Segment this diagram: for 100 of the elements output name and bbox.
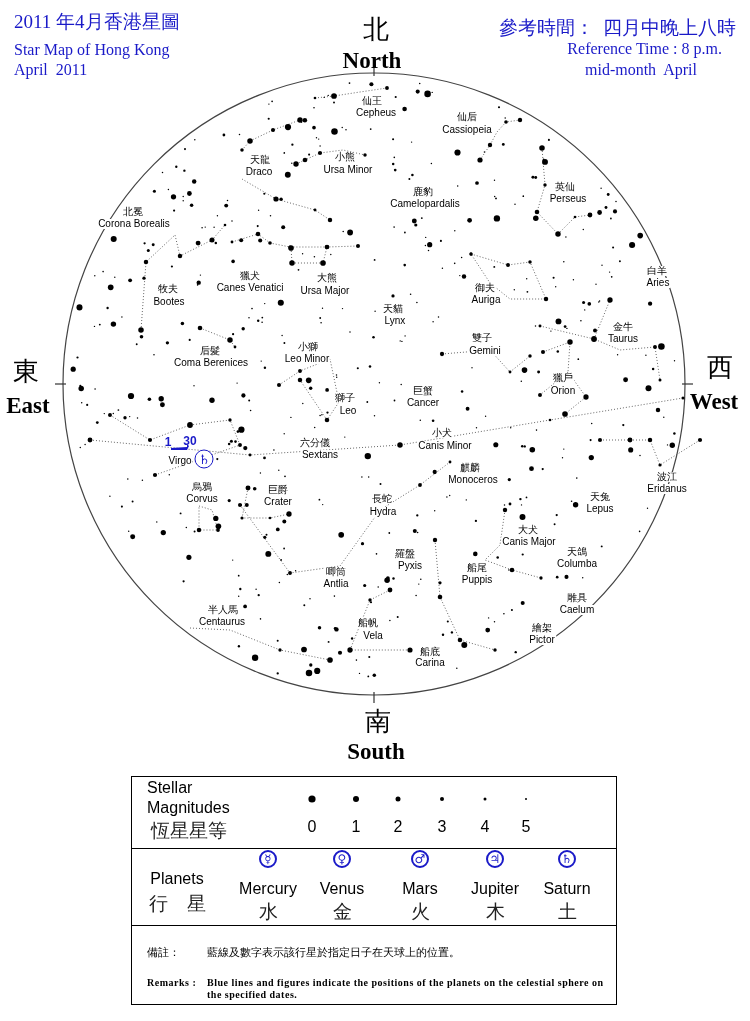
constellation-name: Leo Minor [283,354,331,364]
constellation-name: 雙子 [471,333,493,343]
constellation-name: 巨爵 [267,485,289,495]
constellation-name: 天鴿 [566,547,588,557]
direction-label: East [6,393,50,417]
planet-symbol: ♄ [194,449,214,469]
legend-text: 木 [485,901,505,921]
constellation-name: 巨蟹 [412,386,434,396]
direction-label: West [689,389,739,413]
header-text: 參考時間： 四月中晚上八時 [498,17,736,37]
constellation-name: 御夫 [474,283,496,293]
constellation-name: Corvus [185,494,219,504]
constellation-name: 北冕 [122,207,144,217]
legend-text: 火 [410,901,430,921]
constellation-name: Canes Venatici [215,283,285,293]
planet-symbol: ☿ [259,850,277,868]
magnitude-number: 4 [480,819,490,835]
constellation-name: Leo [338,406,358,416]
planet-symbol: ♀ [333,850,351,868]
direction-label: North [342,48,402,72]
magnitude-number: 1 [351,819,361,835]
constellation-name: Perseus [548,194,588,204]
constellation-name: Canis Major [501,537,557,547]
legend-text: 行 星 [148,893,206,913]
constellation-name: Cassiopeia [441,125,493,135]
constellation-name: 六分儀 [299,438,331,448]
legend-text: Saturn [543,881,591,897]
map-title: 2011 年4月香港星圖 [14,12,180,31]
constellation-name: Caelum [558,605,596,615]
constellation-name: Carina [414,658,446,668]
constellation-name: 船帆 [357,618,379,628]
planet-symbol: ♄ [558,850,576,868]
constellation-name: Auriga [470,295,502,305]
constellation-name: 大犬 [517,525,539,535]
magnitude-number: 3 [437,819,447,835]
date-number: 30 [183,435,197,447]
constellation-name: Antlia [322,579,350,589]
legend-text: Mars [402,881,438,897]
note-text: 備註： [147,946,180,958]
constellation-name: 天貓 [382,304,404,314]
constellation-name: Centaurus [197,617,247,627]
constellation-name: Columba [556,559,598,569]
constellation-name: 小熊 [334,152,356,162]
note-text: Blue lines and figures indicate the positions of the planets on the celestial sphere on the specified dates. [207,977,605,1001]
direction-label: 北 [363,17,389,43]
magnitude-number: 5 [521,819,531,835]
constellation-name: 大熊 [316,273,338,283]
magnitude-number: 2 [393,819,403,835]
legend-text: Stellar [147,780,193,796]
constellation-name: Orion [549,386,577,396]
constellation-name: Draco [244,167,274,177]
constellation-name: Bootes [152,297,186,307]
legend-text: Planets [150,871,204,887]
date-number: 1 [164,436,172,448]
constellation-name: Cepheus [355,108,397,118]
legend-text: 金 [332,901,352,921]
constellation-name: 英仙 [554,182,576,192]
constellation-name: Ursa Minor [322,165,374,175]
constellation-name: 白羊 [646,266,668,276]
constellation-name: 獅子 [334,393,356,403]
planet-symbol: ♂ [411,850,429,868]
direction-label: 東 [13,359,39,385]
constellation-name: Vela [362,631,384,641]
constellation-name: Crater [263,497,293,507]
note-text: Remarks : [147,978,197,988]
constellation-name: Canis Minor [417,441,473,451]
constellation-name: 天龍 [249,155,271,165]
constellation-name: 牧夫 [157,284,179,294]
constellation-name: 金牛 [612,322,634,332]
planet-symbol: ♃ [486,850,504,868]
constellation-name: Aries [645,278,671,288]
constellation-name: 小獅 [297,342,319,352]
legend-text: Mercury [239,881,297,897]
constellation-name: Gemini [468,346,502,356]
constellation-name: Eridanus [646,484,688,494]
constellation-name: 長蛇 [371,494,393,504]
constellation-name: 仙王 [361,96,383,106]
header-text: April 2011 [14,62,88,78]
constellation-name: Pyxis [397,561,423,571]
constellation-name: 獵戶 [552,373,574,383]
legend-text: Magnitudes [147,800,230,816]
note-text: 藍線及數字表示該行星於指定日子在天球上的位置。 [207,946,460,958]
constellation-name: 天兔 [589,492,611,502]
constellation-name: Virgo [167,456,193,466]
constellation-name: 小犬 [431,428,453,438]
direction-label: 南 [365,709,391,735]
constellation-name: 烏鴉 [191,482,213,492]
header-text: Reference Time : 8 p.m. [567,41,722,57]
constellation-name: Coma Berenices [173,358,249,368]
constellation-name: 船尾 [466,563,488,573]
constellation-name: 波江 [656,472,678,482]
constellation-name: 后髮 [199,346,221,356]
constellation-name: Monoceros [447,475,499,485]
legend-text: Venus [319,881,365,897]
legend-text: 水 [258,901,278,921]
constellation-name: Ursa Major [299,286,351,296]
constellation-name: Lynx [383,316,407,326]
constellation-name: 仙后 [456,112,478,122]
constellation-name: Hydra [368,507,398,517]
legend-text: Jupiter [471,881,519,897]
